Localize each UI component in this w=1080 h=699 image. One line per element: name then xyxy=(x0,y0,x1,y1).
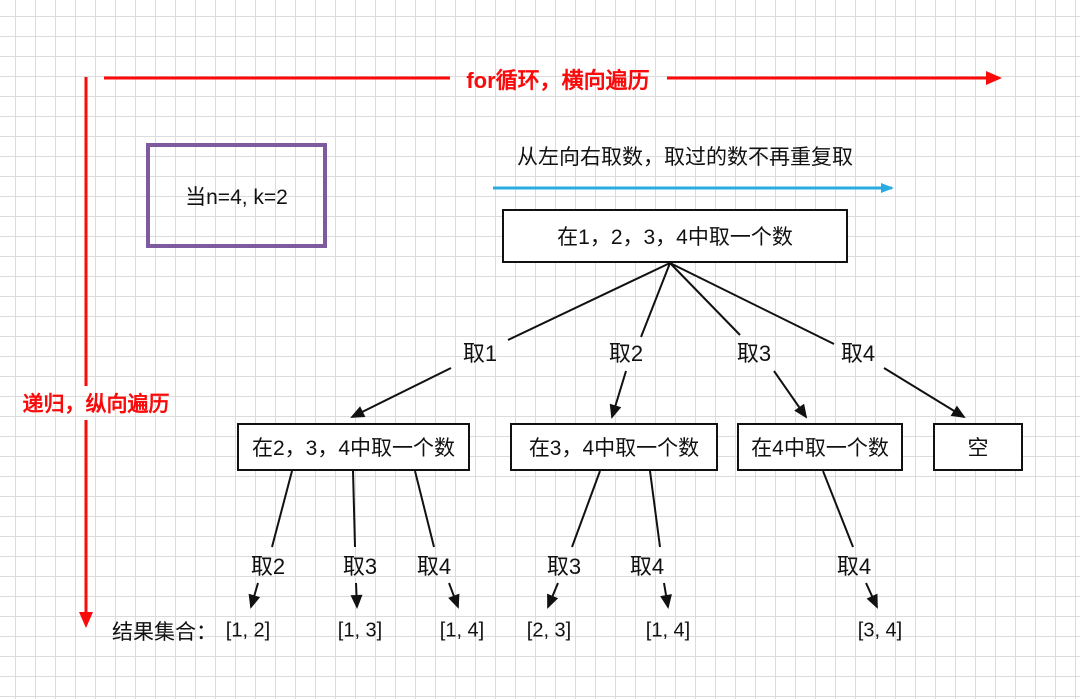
tree-root-label: 在1，2，3，4中取一个数 xyxy=(557,226,793,249)
edge-root-take2 xyxy=(609,262,671,419)
edge-box1-result1 xyxy=(248,470,293,609)
pick-rule-label: 从左向右取数，取过的数不再重复取 xyxy=(517,146,853,169)
result-set-3: [1, 4] xyxy=(439,619,485,642)
condition-label: 当n=4, k=2 xyxy=(185,185,288,209)
edge-box1-result2 xyxy=(350,470,363,609)
edge-box2-result4 xyxy=(547,470,601,609)
condition-box: 当n=4, k=2 xyxy=(146,143,327,248)
edge-box3-result6 xyxy=(822,470,878,609)
result-set-1: [1, 2] xyxy=(225,619,271,642)
edge-label-l2-take4b: 取4 xyxy=(629,554,665,579)
edge-label-l2-take2: 取2 xyxy=(250,554,286,579)
result-set-2: [1, 3] xyxy=(337,619,383,642)
tree-node-empty: 空 xyxy=(933,423,1023,471)
for-loop-label: for循环，横向遍历 xyxy=(466,68,650,93)
result-set-4: [2, 3] xyxy=(526,619,572,642)
tree-root-node: 在1，2，3，4中取一个数 xyxy=(502,209,848,263)
result-set-5: [1, 4] xyxy=(645,619,691,642)
edge-root-take4 xyxy=(669,262,966,419)
tree-node-234-label: 在2，3，4中取一个数 xyxy=(251,437,456,460)
tree-node-4: 在4中取一个数 xyxy=(737,423,903,471)
edge-box2-result5 xyxy=(649,470,672,609)
edge-label-take2: 取2 xyxy=(608,341,644,366)
edge-label-l2-take3: 取3 xyxy=(342,554,378,579)
tree-node-34: 在3，4中取一个数 xyxy=(510,423,718,471)
tree-node-234: 在2，3，4中取一个数 xyxy=(237,423,470,471)
edge-label-l2-take4: 取4 xyxy=(416,554,452,579)
results-title: 结果集合： xyxy=(112,621,217,644)
recursion-label: 递归，纵向遍历 xyxy=(22,393,170,416)
edge-root-take3 xyxy=(669,262,808,419)
edge-label-l2-take3b: 取3 xyxy=(546,554,582,579)
edge-label-take3: 取3 xyxy=(736,341,772,366)
edge-label-l2-take4c: 取4 xyxy=(836,554,872,579)
edge-root-take1 xyxy=(350,262,671,418)
tree-node-34-label: 在3，4中取一个数 xyxy=(528,437,700,460)
edge-label-take4: 取4 xyxy=(840,341,876,366)
tree-node-4-label: 在4中取一个数 xyxy=(751,437,889,460)
tree-node-empty-label: 空 xyxy=(967,437,989,460)
result-set-6: [3, 4] xyxy=(857,619,903,642)
edge-label-take1: 取1 xyxy=(462,341,498,366)
edge-box1-result3 xyxy=(414,470,460,609)
